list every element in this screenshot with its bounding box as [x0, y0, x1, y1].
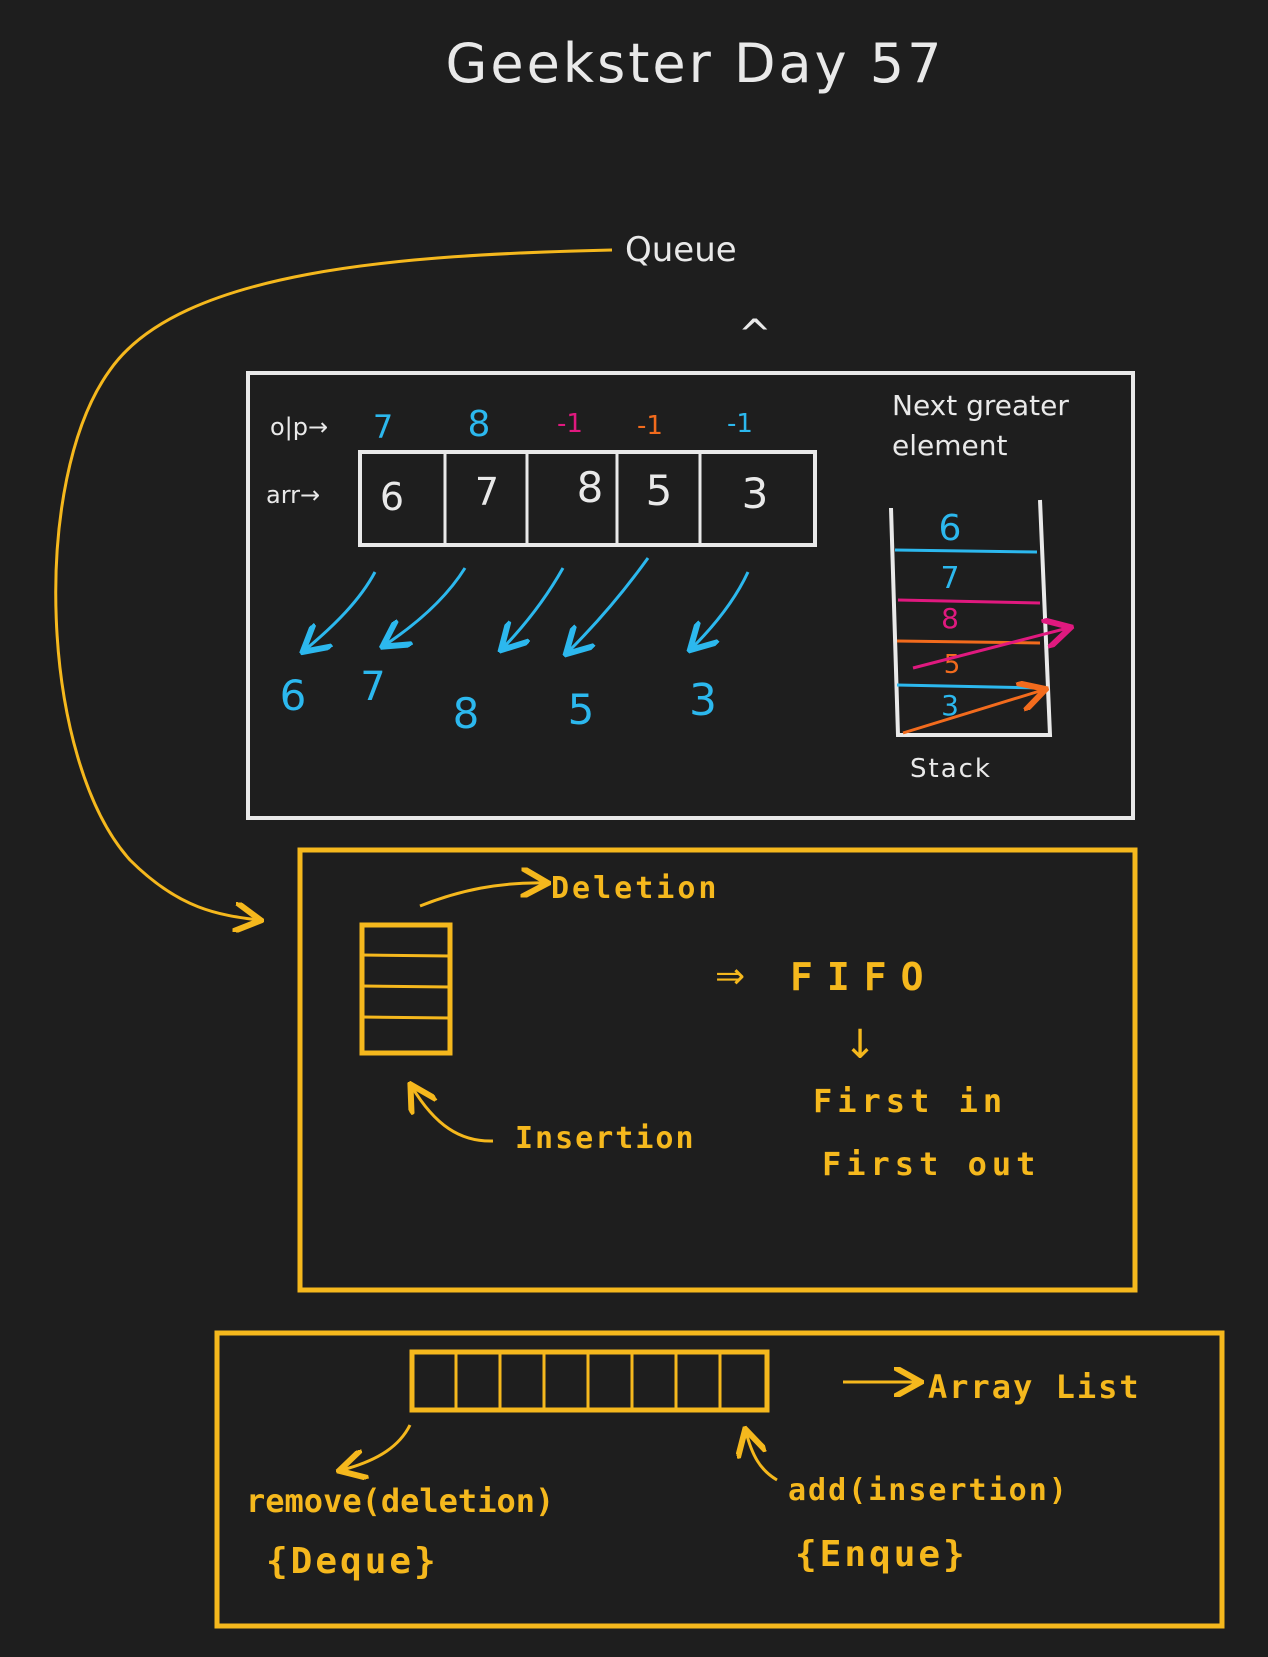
arr-row-label: arr→	[266, 481, 320, 509]
output-value: 8	[468, 404, 491, 445]
remove-label: remove(deletion)	[246, 1482, 554, 1520]
stack-label: Stack	[910, 754, 992, 784]
queue-label: Queue	[625, 230, 737, 270]
deletion-label: Deletion	[551, 871, 720, 906]
array-value: 6	[380, 475, 404, 519]
insertion-label: Insertion	[515, 1121, 696, 1156]
next-greater-box	[246, 371, 1135, 820]
next-greater-title-line1: Next greater	[892, 389, 1069, 422]
traversal-values: 6 7 8 5 3	[280, 664, 717, 738]
arraylist-box	[214, 1330, 1225, 1629]
traversal-arrow	[385, 567, 467, 645]
stack-item: 8	[941, 602, 959, 635]
fifo-line2: First out	[822, 1145, 1040, 1183]
add-arrow	[746, 1432, 778, 1482]
stack-item: 7	[940, 561, 959, 596]
fifo-prefix-arrow: ⇒	[715, 956, 745, 997]
queue-slot-line	[361, 953, 451, 958]
traversal-value: 5	[568, 685, 595, 734]
queue-slot-line	[361, 984, 451, 989]
stack-items: 6 7 8 5 3	[939, 508, 962, 722]
traversal-value: 6	[280, 671, 307, 720]
add-label: add(insertion)	[788, 1473, 1069, 1508]
output-value: -1	[637, 411, 663, 441]
traversal-arrow	[305, 571, 377, 650]
stack-container	[889, 499, 1053, 737]
traversal-value: 8	[453, 689, 480, 738]
enque-label: {Enque}	[795, 1534, 968, 1575]
page-title: Geekster Day 57	[446, 32, 945, 95]
traversal-value: 3	[689, 675, 717, 726]
arraylist-cells	[454, 1352, 722, 1410]
traversal-arrow	[568, 557, 650, 652]
traversal-arrows	[305, 557, 750, 652]
queue-drawing	[359, 922, 453, 1056]
deque-label: {Deque}	[266, 1541, 439, 1582]
array-value: 3	[742, 469, 769, 518]
pop-arrow-pink	[912, 628, 1068, 670]
queue-connector-arrow	[54, 248, 613, 920]
stack-divider	[896, 683, 1043, 690]
op-row-label: o|p→	[270, 413, 328, 441]
caret-mark: ^	[738, 312, 772, 358]
traversal-arrow	[503, 567, 565, 648]
pop-arrow-orange	[902, 690, 1043, 735]
traversal-arrow	[692, 571, 750, 648]
array-cells	[358, 450, 817, 547]
fifo-box	[297, 847, 1138, 1293]
array-value: 8	[577, 463, 604, 512]
array-value: 7	[475, 470, 499, 514]
stack-item: 5	[944, 650, 961, 680]
output-value: 7	[373, 408, 393, 446]
remove-arrow	[342, 1424, 412, 1470]
fifo-line1: First in	[813, 1082, 1007, 1120]
fifo-down-arrow: ↓	[843, 1022, 877, 1068]
arraylist-label: Array List	[928, 1368, 1141, 1406]
stack-item: 6	[939, 508, 962, 549]
deletion-arrow	[419, 883, 545, 908]
next-greater-title-line2: element	[892, 429, 1007, 462]
output-values: 7 8 -1 -1 -1	[373, 404, 753, 446]
insertion-arrow	[412, 1087, 494, 1143]
fifo-label: FIFO	[790, 955, 938, 999]
queue-slot-line	[361, 1015, 451, 1020]
traversal-value: 7	[360, 664, 385, 710]
stack-divider	[894, 548, 1038, 554]
output-value: -1	[727, 409, 753, 439]
array-values: 6 7 8 5 3	[380, 463, 768, 519]
stack-item: 3	[941, 689, 959, 722]
array-value: 5	[646, 466, 673, 515]
output-value: -1	[557, 409, 583, 439]
stack-divider	[897, 598, 1041, 605]
